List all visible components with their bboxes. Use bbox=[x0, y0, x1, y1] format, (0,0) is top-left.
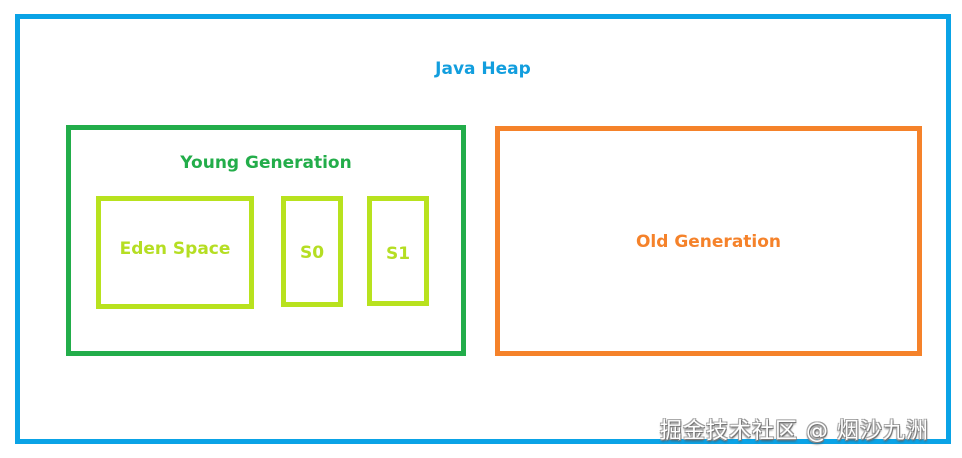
watermark-text: 掘金技术社区 @ 烟沙九洲 bbox=[660, 419, 929, 444]
survivor-s0-label: S0 bbox=[299, 243, 325, 263]
survivor-s0-box: S0 bbox=[281, 196, 343, 307]
young-generation-label: Young Generation bbox=[180, 153, 352, 173]
old-generation-box: Old Generation bbox=[495, 126, 922, 356]
eden-space-box: Eden Space bbox=[96, 196, 254, 309]
old-generation-label: Old Generation bbox=[635, 232, 782, 252]
java-heap-label: Java Heap bbox=[435, 59, 531, 79]
survivor-s1-box: S1 bbox=[367, 196, 429, 306]
survivor-s1-label: S1 bbox=[385, 244, 411, 264]
eden-space-label: Eden Space bbox=[119, 239, 231, 259]
